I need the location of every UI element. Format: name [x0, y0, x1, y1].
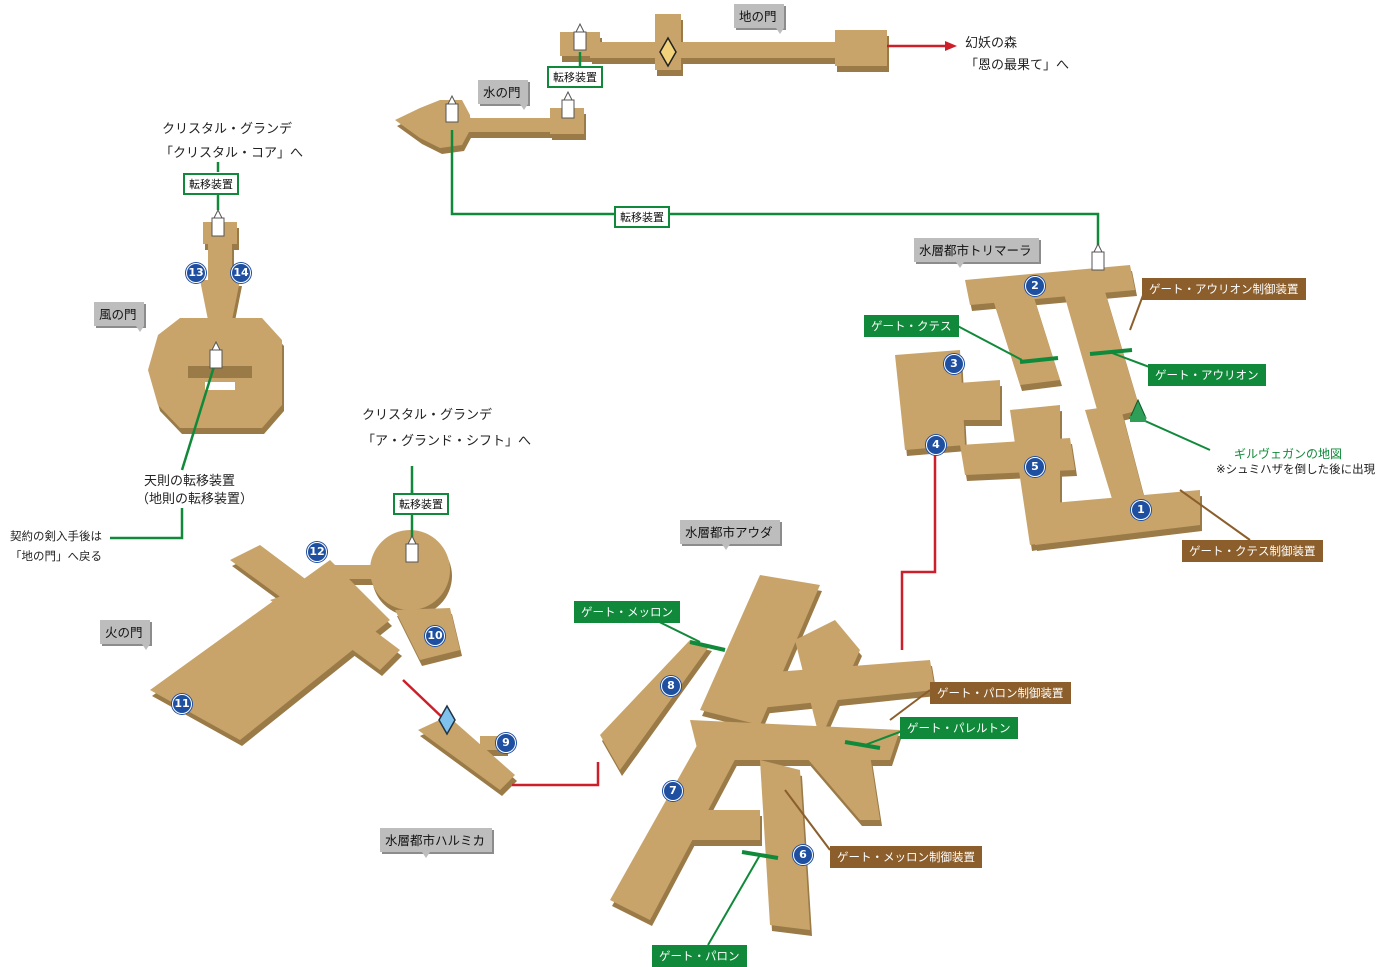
area-label-wind-gate: 風の門 [94, 302, 144, 332]
area-label-earth-gate: 地の門 [734, 4, 784, 34]
route-line [1142, 419, 1211, 451]
water-gate-floor [395, 100, 584, 148]
gate-paron: ゲート・パロン [652, 945, 747, 967]
leader-line [784, 789, 831, 851]
exit-forest-line2: 「恩の最果て」へ [965, 58, 1070, 73]
route-line [900, 445, 937, 650]
gate-bar [1089, 348, 1133, 356]
control-paron: ゲート・パロン制御装置 [930, 682, 1071, 704]
numbered-marker-icon: 3 [944, 354, 964, 374]
teleporter-icon [1091, 242, 1105, 271]
teleporter-icon [445, 94, 459, 123]
exit-shift-line2: 「ア・グランド・シフト」へ [362, 434, 532, 449]
gate-kutesu: ゲート・クテス [864, 315, 959, 337]
area-label-harumika: 水層都市ハルミカ [380, 828, 493, 858]
numbered-marker-icon: 5 [1025, 457, 1045, 477]
teleporter-label-wind: 転移装置 [183, 173, 239, 195]
save-crystal-icon [659, 36, 677, 68]
numbered-marker-icon: 13 [186, 263, 206, 283]
gate-bar [1019, 356, 1059, 364]
route-line [180, 359, 218, 471]
numbered-marker-icon: 4 [926, 435, 946, 455]
leader-line [949, 321, 1023, 361]
wind-gate-hole [205, 382, 235, 390]
wind-gate-hole [188, 366, 252, 378]
route-arrow [945, 41, 957, 51]
teleporter-label-trimara: 転移装置 [614, 206, 670, 228]
numbered-marker-icon: 9 [496, 733, 516, 753]
teleporter-label-fire: 転移装置 [393, 493, 449, 515]
numbered-marker-icon: 7 [663, 781, 683, 801]
teleporter-label-earth: 転移装置 [547, 66, 603, 88]
save-crystal-icon [438, 704, 456, 736]
numbered-marker-icon: 6 [793, 845, 813, 865]
wind-gate-floor [148, 222, 282, 428]
leader-line [1111, 352, 1153, 369]
leader-line [864, 729, 906, 746]
return-note-line1: 契約の剣入手後は [10, 529, 102, 543]
teleporter-icon [573, 22, 587, 51]
map-note-condition: ※シュミハザを倒した後に出現 [1216, 462, 1376, 476]
auda-floor [600, 575, 935, 930]
area-label-water-gate: 水の門 [478, 80, 528, 110]
exit-core-line2: 「クリスタル・コア」へ [160, 146, 304, 161]
gate-aurion: ゲート・アウリオン [1148, 364, 1266, 386]
numbered-marker-icon: 8 [661, 676, 681, 696]
trimara-floor [895, 265, 1200, 545]
route-line [110, 508, 184, 540]
leader-line [889, 689, 931, 721]
exit-shift-line1: クリスタル・グランデ [362, 408, 493, 423]
route-line [512, 762, 600, 787]
heaven-teleporter-line2: （地則の転移装置） [136, 492, 254, 507]
numbered-marker-icon: 10 [425, 626, 445, 646]
return-note-line2: 「地の門」へ戻る [10, 549, 102, 563]
area-label-auda: 水層都市アウダ [680, 520, 780, 550]
gate-merron: ゲート・メッロン [574, 601, 680, 623]
route-line [450, 130, 1100, 252]
numbered-marker-icon: 11 [172, 694, 192, 714]
gate-bar [689, 640, 726, 652]
leader-line [707, 854, 761, 946]
gate-bar [844, 740, 881, 750]
numbered-marker-icon: 1 [1131, 500, 1151, 520]
earth-gate-floor [560, 14, 887, 70]
control-kutesu: ゲート・クテス制御装置 [1182, 540, 1323, 562]
teleporter-icon [561, 90, 575, 119]
exit-forest-line1: 幻妖の森 [965, 36, 1018, 51]
control-aurion: ゲート・アウリオン制御装置 [1142, 278, 1306, 300]
numbered-marker-icon: 14 [231, 263, 251, 283]
exit-core-line1: クリスタル・グランデ [162, 122, 293, 137]
area-label-fire-gate: 火の門 [100, 620, 150, 650]
area-label-trimara: 水層都市トリマーラ [914, 238, 1039, 268]
leader-line [1179, 489, 1251, 541]
fire-gate-floor [150, 530, 515, 790]
route-line [402, 679, 446, 721]
numbered-marker-icon: 2 [1025, 276, 1045, 296]
map-note-title: ギルヴェガンの地図 [1234, 447, 1343, 461]
gate-pareruton: ゲート・パレルトン [900, 717, 1018, 739]
heaven-teleporter-line1: 天則の転移装置 [144, 474, 236, 489]
numbered-marker-icon: 12 [307, 542, 327, 562]
teleporter-icon [405, 534, 419, 563]
teleporter-icon [211, 208, 225, 237]
teleporter-icon [209, 340, 223, 369]
control-merron: ゲート・メッロン制御装置 [830, 846, 982, 868]
treasure-map-icon [1129, 398, 1147, 422]
